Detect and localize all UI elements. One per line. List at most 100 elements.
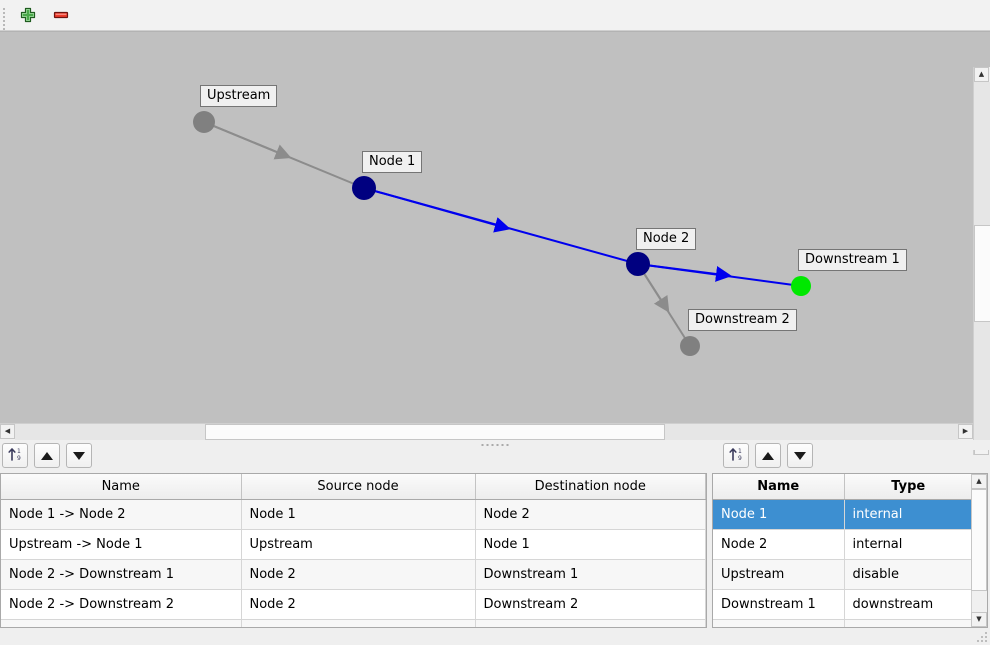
cell-type[interactable]: internal xyxy=(844,529,973,560)
cell-name[interactable]: Node 2 xyxy=(713,529,845,560)
table-row[interactable]: Node 2 -> Downstream 1 Node 2 Downstream… xyxy=(1,559,706,590)
scroll-left-button[interactable]: ◀ xyxy=(0,424,15,439)
window-resize-grip[interactable] xyxy=(974,629,987,642)
chevron-right-icon: ▶ xyxy=(962,427,969,435)
svg-text:9: 9 xyxy=(738,455,742,462)
nodes-move-down-button[interactable] xyxy=(787,443,813,468)
chevron-down-icon: ▼ xyxy=(976,615,982,623)
chevron-left-icon: ◀ xyxy=(4,427,11,435)
cell-name[interactable]: Node 1 -> Node 2 xyxy=(1,499,242,530)
graph-label-downstream1: Downstream 1 xyxy=(798,249,907,271)
cell-type[interactable]: internal xyxy=(844,499,973,530)
table-row[interactable]: Node 2 -> Downstream 2 Node 2 Downstream… xyxy=(1,589,706,620)
add-button[interactable] xyxy=(15,4,41,28)
graph-node-upstream[interactable] xyxy=(193,111,215,133)
column-header-destination-node[interactable]: Destination node xyxy=(475,474,706,500)
toolbar-drag-handle[interactable] xyxy=(3,7,8,30)
graph-horizontal-scrollbar[interactable]: ◀ ▶ xyxy=(0,423,973,440)
vscroll-thumb[interactable] xyxy=(974,225,990,322)
cell-name[interactable]: Node 1 xyxy=(713,499,845,530)
cell-type[interactable]: disable xyxy=(844,559,973,590)
table-row[interactable]: Upstream -> Node 1 Upstream Node 1 xyxy=(1,529,706,560)
cell-source[interactable]: Node 1 xyxy=(241,499,476,530)
connections-move-up-button[interactable] xyxy=(34,443,60,468)
cell-empty xyxy=(475,619,706,627)
column-header-name[interactable]: Name xyxy=(1,474,242,500)
column-header-type[interactable]: Type xyxy=(844,474,973,500)
graph-label-downstream2: Downstream 2 xyxy=(688,309,797,331)
triangle-down-icon xyxy=(794,451,806,460)
connections-sort-button[interactable]: 1 9 xyxy=(2,443,28,468)
cell-type[interactable]: downstream xyxy=(844,589,973,620)
triangle-up-icon xyxy=(762,451,774,460)
svg-text:1: 1 xyxy=(17,448,21,455)
triangle-down-icon xyxy=(73,451,85,460)
scroll-up-button[interactable]: ▲ xyxy=(974,67,989,82)
table-row[interactable]: Upstream disable xyxy=(713,559,973,590)
hscroll-thumb[interactable] xyxy=(205,424,665,440)
scroll-right-button[interactable]: ▶ xyxy=(958,424,973,439)
table-row[interactable]: Node 1 -> Node 2 Node 1 Node 2 xyxy=(1,499,706,530)
graph-node-downstream2[interactable] xyxy=(680,336,700,356)
graph-label-node1: Node 1 xyxy=(362,151,423,173)
nodes-scroll-up-button[interactable]: ▲ xyxy=(971,474,987,489)
cell-source[interactable]: Node 2 xyxy=(241,589,476,620)
graph-vertical-scrollbar[interactable]: ▲ ▼ xyxy=(973,67,990,455)
graph-edges xyxy=(203,121,802,347)
graph-label-upstream: Upstream xyxy=(200,85,278,107)
connections-move-down-button[interactable] xyxy=(66,443,92,468)
cell-empty xyxy=(713,619,845,627)
cell-source[interactable]: Upstream xyxy=(241,529,476,560)
connections-table[interactable]: Name Source node Destination node Node 1… xyxy=(0,473,707,628)
cell-empty xyxy=(1,619,242,627)
triangle-up-icon xyxy=(41,451,53,460)
table-header-row: Name Source node Destination node xyxy=(1,474,706,500)
column-header-source-node[interactable]: Source node xyxy=(241,474,476,500)
nodes-sort-button[interactable]: 1 9 xyxy=(723,443,749,468)
cell-source[interactable]: Node 2 xyxy=(241,559,476,590)
nodes-scroll-thumb[interactable] xyxy=(971,489,987,591)
table-row-empty xyxy=(1,619,706,627)
column-header-name[interactable]: Name xyxy=(713,474,845,500)
cell-destination[interactable]: Node 1 xyxy=(475,529,706,560)
graph-node-node2[interactable] xyxy=(626,252,650,276)
graph-canvas[interactable]: Upstream Node 1 Node 2 Downstream 1 Down… xyxy=(0,36,973,420)
cell-name[interactable]: Upstream -> Node 1 xyxy=(1,529,242,560)
graph-node-node1[interactable] xyxy=(352,176,376,200)
cell-name[interactable]: Upstream xyxy=(713,559,845,590)
table-row-empty xyxy=(713,619,973,627)
splitter-grip xyxy=(481,444,509,446)
svg-text:1: 1 xyxy=(738,448,742,455)
horizontal-splitter[interactable] xyxy=(0,440,990,450)
graph-node-downstream1[interactable] xyxy=(791,276,811,296)
cell-name[interactable]: Node 2 -> Downstream 1 xyxy=(1,559,242,590)
table-header-row: Name Type xyxy=(713,474,973,500)
cell-empty xyxy=(844,619,973,627)
cell-name[interactable]: Node 2 -> Downstream 2 xyxy=(1,589,242,620)
nodes-pane: 1 9 Name Type xyxy=(710,441,990,645)
cell-destination[interactable]: Node 2 xyxy=(475,499,706,530)
svg-text:9: 9 xyxy=(17,455,21,462)
connections-pane: 1 9 Name Source node Destination xyxy=(0,441,707,645)
remove-button[interactable] xyxy=(48,4,74,28)
cell-destination[interactable]: Downstream 1 xyxy=(475,559,706,590)
cell-destination[interactable]: Downstream 2 xyxy=(475,589,706,620)
graph-label-node2: Node 2 xyxy=(636,228,697,250)
sort-ascending-icon: 1 9 xyxy=(728,446,744,465)
connections-toolbar: 1 9 xyxy=(2,443,92,469)
cell-name[interactable]: Downstream 1 xyxy=(713,589,845,620)
main-toolbar xyxy=(0,0,990,31)
graph-view[interactable]: Upstream Node 1 Node 2 Downstream 1 Down… xyxy=(0,31,990,455)
nodes-table-scrollbar[interactable]: ▲ ▼ xyxy=(971,474,987,627)
table-row[interactable]: Node 1 internal xyxy=(713,499,973,530)
plus-icon xyxy=(19,6,37,27)
chevron-up-icon: ▲ xyxy=(976,477,982,485)
nodes-move-up-button[interactable] xyxy=(755,443,781,468)
cell-empty xyxy=(241,619,476,627)
nodes-scroll-down-button[interactable]: ▼ xyxy=(971,612,987,627)
table-row[interactable]: Node 2 internal xyxy=(713,529,973,560)
table-row[interactable]: Downstream 1 downstream xyxy=(713,589,973,620)
sort-ascending-icon: 1 9 xyxy=(7,446,23,465)
nodes-table[interactable]: Name Type Node 1 internal Node 2 interna… xyxy=(712,473,988,628)
